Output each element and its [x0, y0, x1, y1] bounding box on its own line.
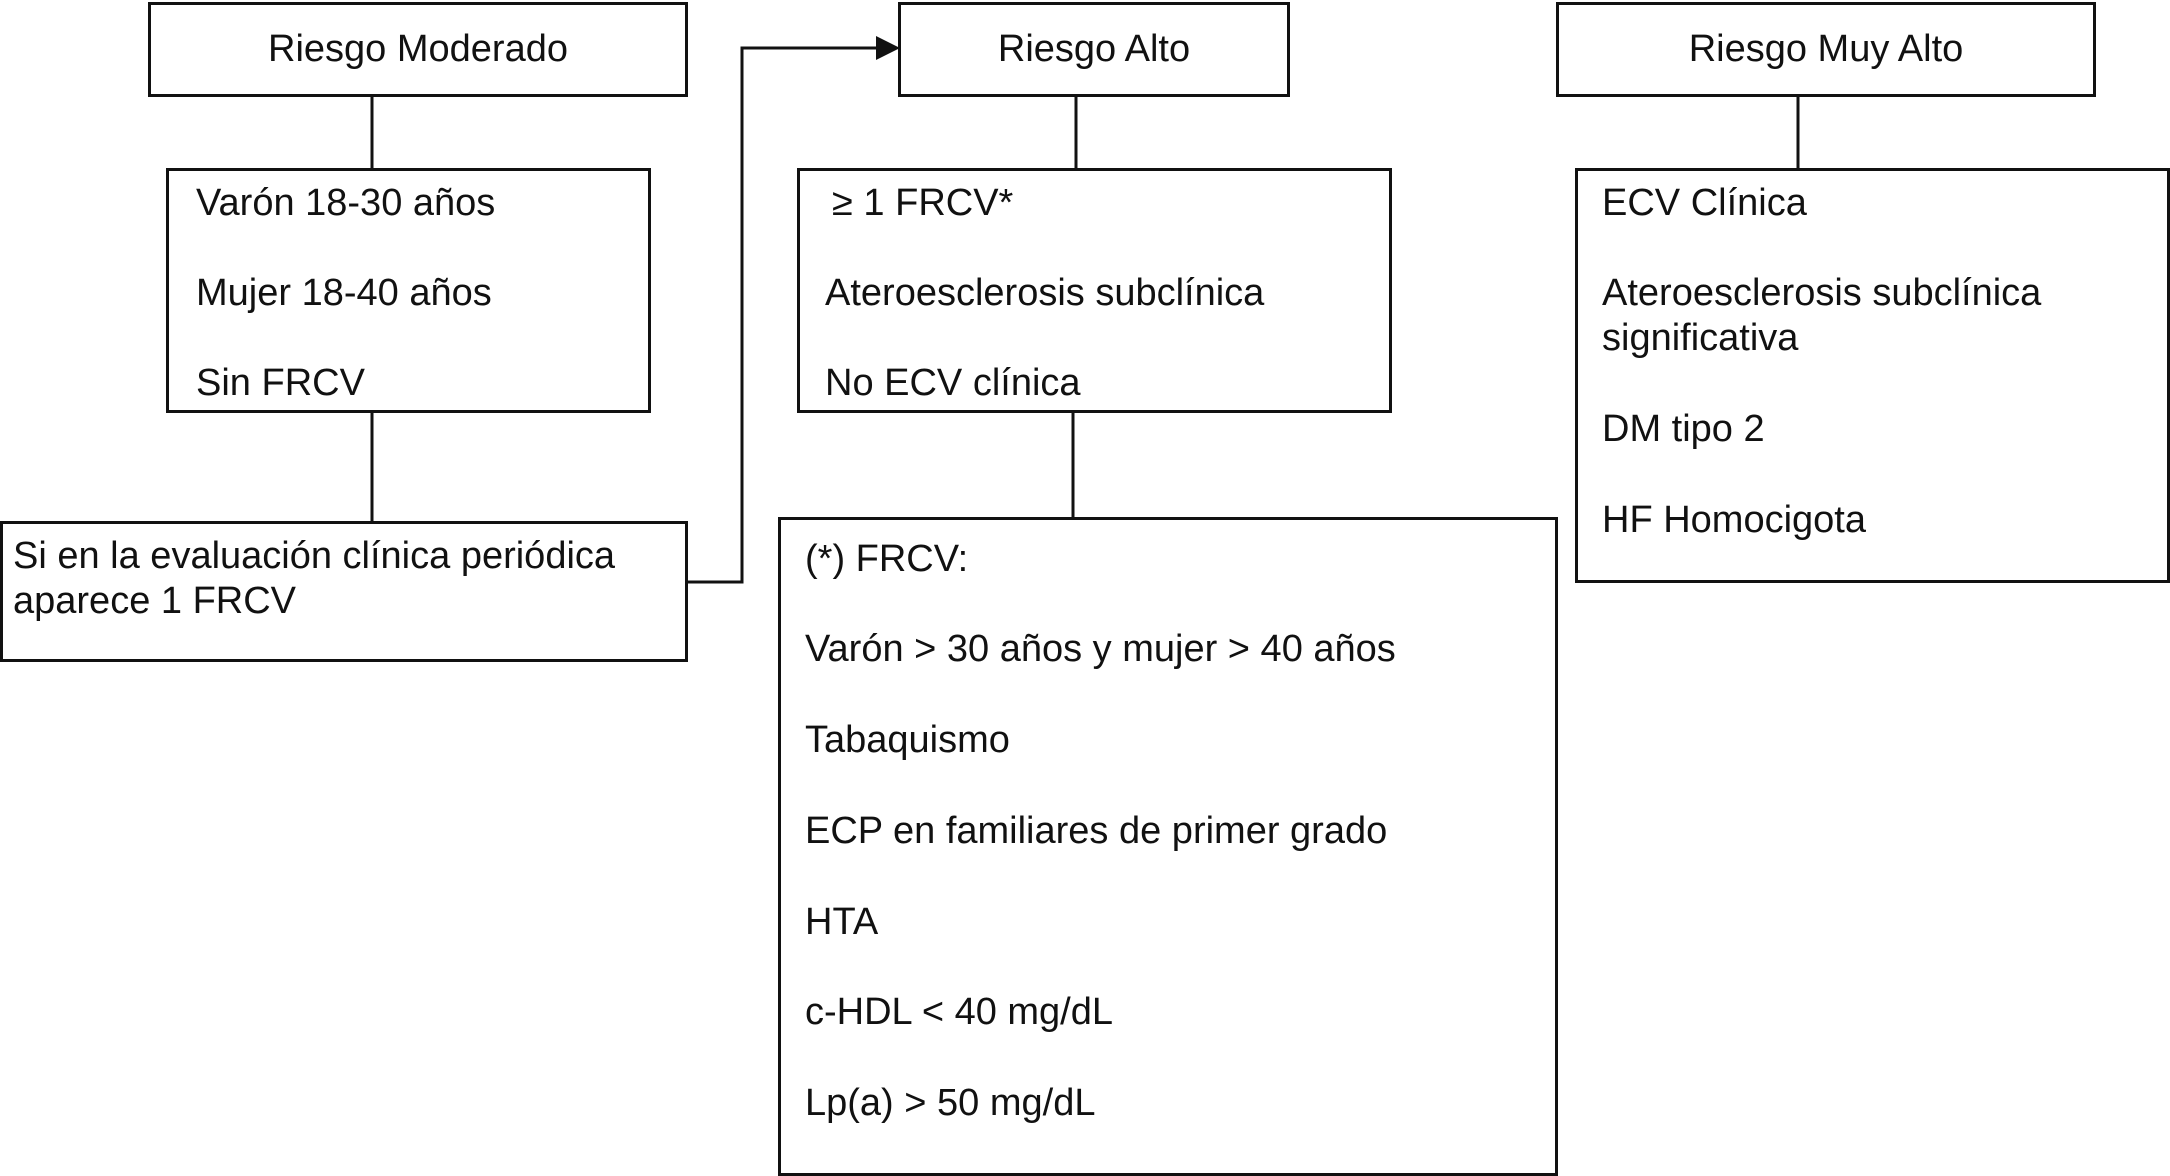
frcv-definition-box: (*) FRCV: Varón > 30 años y mujer > 40 a…	[778, 517, 1558, 1176]
muy-alto-criterion: Ateroesclerosis subclínica	[1602, 272, 2042, 314]
alto-criterion: No ECV clínica	[825, 362, 1081, 404]
evaluacion-note-line: aparece 1 FRCV	[13, 580, 297, 622]
frcv-item: ECP en familiares de primer grado	[805, 810, 1388, 852]
evaluacion-note-line: Si en la evaluación clínica periódica	[13, 535, 616, 577]
muy-alto-criterion: HF Homocigota	[1602, 499, 1866, 541]
muy-alto-criterion: significativa	[1602, 317, 1799, 359]
frcv-item: Lp(a) > 50 mg/dL	[805, 1082, 1096, 1124]
frcv-definition-title: (*) FRCV:	[805, 538, 969, 580]
connector-note-to-alto-arrow	[686, 46, 880, 584]
moderado-criterion: Varón 18-30 años	[196, 182, 496, 224]
arrowhead-icon	[876, 36, 900, 60]
frcv-item: Tabaquismo	[805, 719, 1010, 761]
evaluacion-note-box: Si en la evaluación clínica periódica ap…	[0, 521, 688, 662]
moderado-criterion: Sin FRCV	[196, 362, 365, 404]
alto-criterion: Ateroesclerosis subclínica	[825, 272, 1265, 314]
header-riesgo-moderado: Riesgo Moderado	[148, 2, 688, 97]
alto-criterion: ≥ 1 FRCV*	[832, 182, 1014, 224]
muy-alto-criterion: DM tipo 2	[1602, 408, 1765, 450]
frcv-item: c-HDL < 40 mg/dL	[805, 991, 1114, 1033]
frcv-item: HTA	[805, 901, 879, 943]
header-riesgo-alto: Riesgo Alto	[898, 2, 1290, 97]
moderado-criterion: Mujer 18-40 años	[196, 272, 492, 314]
moderado-criteria-box: Varón 18-30 años Mujer 18-40 años Sin FR…	[166, 168, 651, 413]
muy-alto-criteria-box: ECV Clínica Ateroesclerosis subclínica s…	[1575, 168, 2170, 583]
header-riesgo-muy-alto-label: Riesgo Muy Alto	[1688, 28, 1964, 70]
muy-alto-criterion: ECV Clínica	[1602, 182, 1807, 224]
frcv-item: Varón > 30 años y mujer > 40 años	[805, 628, 1396, 670]
header-riesgo-muy-alto: Riesgo Muy Alto	[1556, 2, 2096, 97]
alto-criteria-box: ≥ 1 FRCV* Ateroesclerosis subclínica No …	[797, 168, 1392, 413]
header-riesgo-alto-label: Riesgo Alto	[997, 28, 1191, 70]
header-riesgo-moderado-label: Riesgo Moderado	[268, 28, 568, 70]
